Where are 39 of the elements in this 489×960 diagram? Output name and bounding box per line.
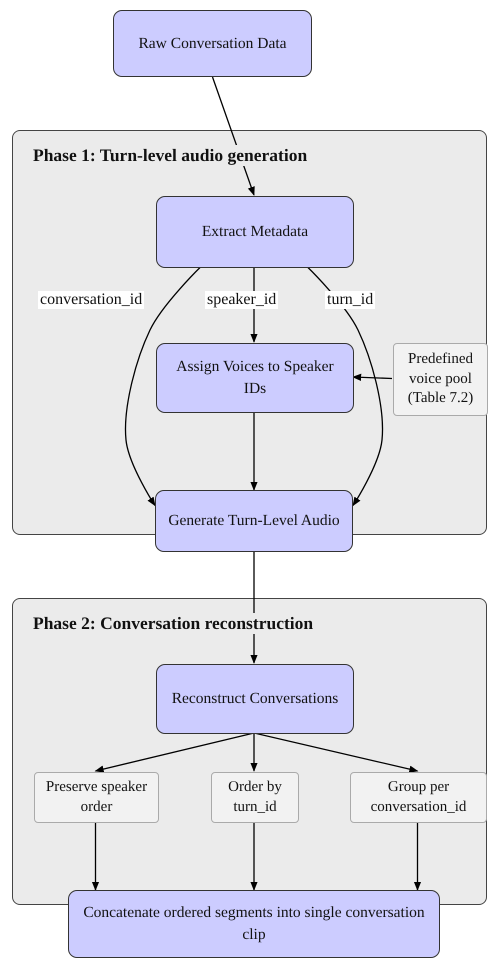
process-box — [155, 490, 353, 552]
arrow — [92, 822, 100, 891]
arrow — [254, 732, 418, 773]
input-box — [350, 772, 487, 823]
box-label: Concatenate ordered segments into single conversation clip — [82, 903, 426, 945]
process-box — [113, 10, 312, 77]
phase-panel — [12, 130, 487, 535]
edge-label: speaker_id — [205, 291, 278, 310]
edge-label: turn_id — [325, 291, 376, 310]
process-box — [156, 196, 354, 268]
edge-label: conversation_id — [38, 291, 144, 310]
arrow — [414, 822, 422, 891]
process-box — [156, 664, 354, 734]
box-label: Order by turn_id — [227, 778, 283, 816]
input-box — [393, 343, 488, 416]
box-label: Raw Conversation Data — [138, 34, 287, 54]
arrow — [307, 266, 384, 506]
box-label: Reconstruct Conversations — [172, 689, 338, 710]
arrow — [212, 76, 255, 196]
process-box — [156, 343, 354, 413]
box-label: Generate Turn-Level Audio — [168, 511, 340, 532]
process-box — [68, 890, 440, 958]
arrow — [352, 374, 392, 381]
arrow — [250, 412, 258, 491]
arrow — [250, 822, 258, 891]
arrow — [94, 732, 254, 773]
panel-heading: Phase 1: Turn-level audio generation — [33, 145, 308, 166]
box-label: Group per conversation_id — [370, 778, 468, 816]
phase-panel — [12, 598, 487, 905]
input-box — [34, 772, 159, 823]
box-label: Preserve speaker order — [44, 778, 148, 816]
input-box — [211, 772, 299, 823]
box-label: Predefined voice pool (Table 7.2) — [406, 350, 474, 408]
arrow — [124, 266, 201, 506]
panel-heading: Phase 2: Conversation reconstruction — [33, 613, 314, 634]
box-label: Assign Voices to Speaker IDs — [175, 357, 335, 399]
arrow — [250, 552, 258, 664]
arrow — [250, 733, 258, 772]
box-label: Extract Metadata — [202, 222, 308, 242]
